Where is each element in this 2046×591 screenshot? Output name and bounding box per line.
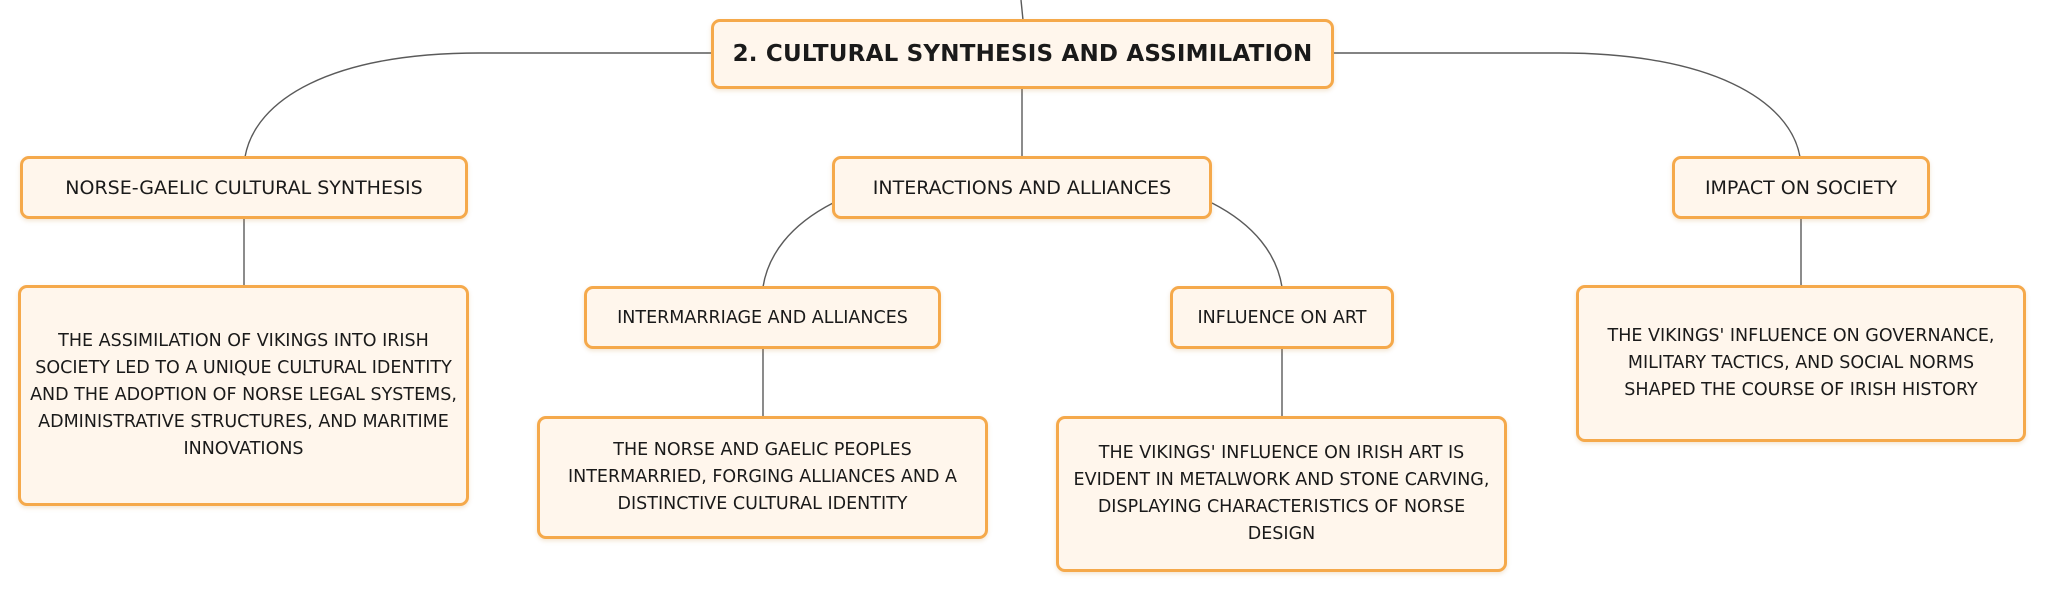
node-norse-gaelic-cultural-synthesis[interactable]: Norse-Gaelic Cultural Synthesis — [20, 156, 468, 219]
node-interactions-and-alliances[interactable]: Interactions and Alliances — [832, 156, 1212, 219]
node-intermarriage-and-alliances[interactable]: Intermarriage and Alliances — [584, 286, 941, 349]
connector-root-impact — [1333, 52, 1801, 158]
root-node[interactable]: 2. Cultural Synthesis and Assimilation — [711, 19, 1334, 89]
node-interactions-label: Interactions and Alliances — [872, 176, 1172, 199]
root-node-label: 2. Cultural Synthesis and Assimilation — [732, 41, 1313, 67]
node-impact-label: Impact on Society — [1704, 176, 1898, 199]
node-art-label: Influence on Art — [1197, 307, 1367, 328]
node-intermarriage-label: Intermarriage and Alliances — [617, 307, 908, 328]
connector-interactions-intermarriage — [762, 202, 834, 288]
node-impact-detail-text: The Vikings' influence on governance, mi… — [1607, 326, 1995, 400]
node-norse-gaelic-label: Norse-Gaelic Cultural Synthesis — [65, 176, 423, 199]
node-art-detail-text: The Vikings' influence on Irish art is e… — [1073, 443, 1490, 544]
connector-interactions-art — [1211, 202, 1283, 288]
node-impact-detail[interactable]: The Vikings' influence on governance, mi… — [1576, 285, 2026, 442]
node-influence-on-art[interactable]: Influence on Art — [1170, 286, 1394, 349]
node-impact-on-society[interactable]: Impact on Society — [1672, 156, 1930, 219]
node-intermarriage-detail-text: The Norse and Gaelic peoples intermarrie… — [567, 440, 958, 514]
node-norse-gaelic-detail-text: The assimilation of Vikings into Irish s… — [30, 331, 457, 459]
node-intermarriage-detail[interactable]: The Norse and Gaelic peoples intermarrie… — [537, 416, 988, 539]
connector-root-norse — [244, 52, 712, 158]
node-art-detail[interactable]: The Vikings' influence on Irish art is e… — [1056, 416, 1507, 572]
connector-root-parent — [1020, 0, 1024, 21]
node-norse-gaelic-detail[interactable]: The assimilation of Vikings into Irish s… — [18, 285, 469, 506]
